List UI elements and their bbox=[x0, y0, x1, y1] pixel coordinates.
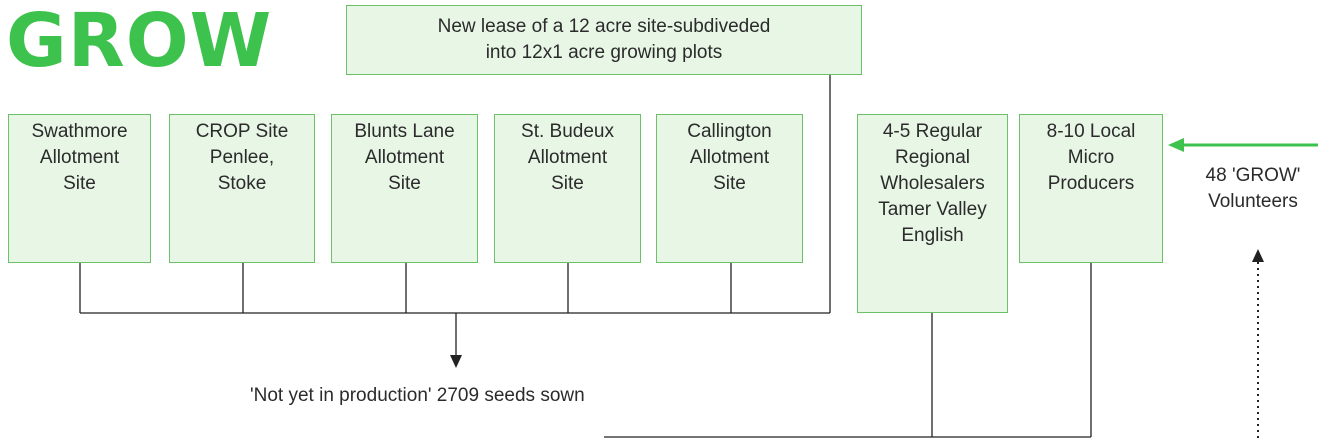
new-lease-box: New lease of a 12 acre site-subdiveded i… bbox=[346, 5, 862, 75]
site-label: Swathmore Allotment Site bbox=[31, 121, 128, 194]
site-label: Blunts Lane Allotment Site bbox=[354, 121, 455, 194]
site-box-crop: CROP Site Penlee, Stoke bbox=[169, 114, 315, 263]
production-note: 'Not yet in production' 2709 seeds sown bbox=[250, 385, 585, 406]
grow-logo: GROW bbox=[6, 0, 273, 84]
new-lease-label: New lease of a 12 acre site-subdiveded i… bbox=[437, 16, 771, 63]
micro-producers-box: 8-10 Local Micro Producers bbox=[1019, 114, 1163, 263]
dotted-arrowhead bbox=[1252, 249, 1264, 262]
wholesalers-label: 4-5 Regular Regional Wholesalers Tamer V… bbox=[878, 121, 987, 246]
site-box-blunts-lane: Blunts Lane Allotment Site bbox=[331, 114, 478, 263]
volunteers-green-arrowhead bbox=[1168, 138, 1184, 152]
site-label: St. Budeux Allotment Site bbox=[521, 121, 614, 194]
site-label: Callington Allotment Site bbox=[687, 121, 772, 194]
site-box-callington: Callington Allotment Site bbox=[656, 114, 803, 263]
site-label: CROP Site Penlee, Stoke bbox=[195, 121, 289, 194]
volunteers-label: 48 'GROW' Volunteers bbox=[1205, 165, 1301, 212]
production-arrowhead bbox=[450, 355, 462, 368]
wholesalers-box: 4-5 Regular Regional Wholesalers Tamer V… bbox=[857, 114, 1008, 313]
site-box-st-budeux: St. Budeux Allotment Site bbox=[494, 114, 641, 263]
micro-producers-label: 8-10 Local Micro Producers bbox=[1046, 121, 1136, 194]
site-box-swathmore: Swathmore Allotment Site bbox=[8, 114, 151, 263]
